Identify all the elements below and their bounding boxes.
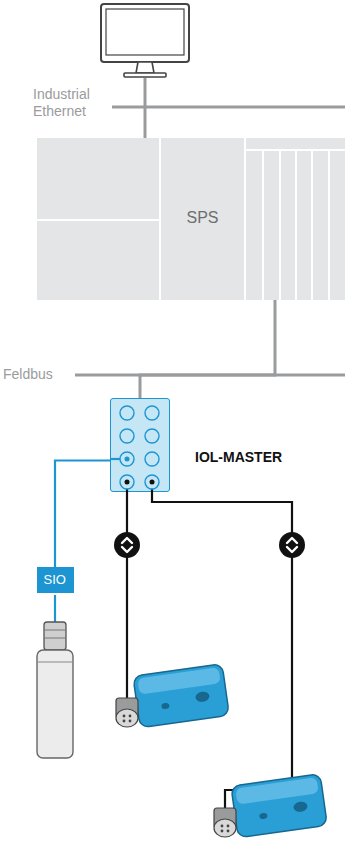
bus-label: Feldbus <box>3 366 73 383</box>
connector-line <box>140 300 275 398</box>
plc-box: SPS <box>37 138 345 300</box>
plc-label: SPS <box>160 208 245 228</box>
port-sockets <box>110 398 170 492</box>
network-label: Industrial Ethernet <box>33 86 107 120</box>
sio-label: SIO <box>44 572 67 588</box>
io-link-master: IOL-MASTER <box>110 398 170 492</box>
connector-line <box>55 461 110 568</box>
master-heading: IOL-MASTER <box>195 449 282 466</box>
sio-tag: SIO <box>37 567 74 593</box>
